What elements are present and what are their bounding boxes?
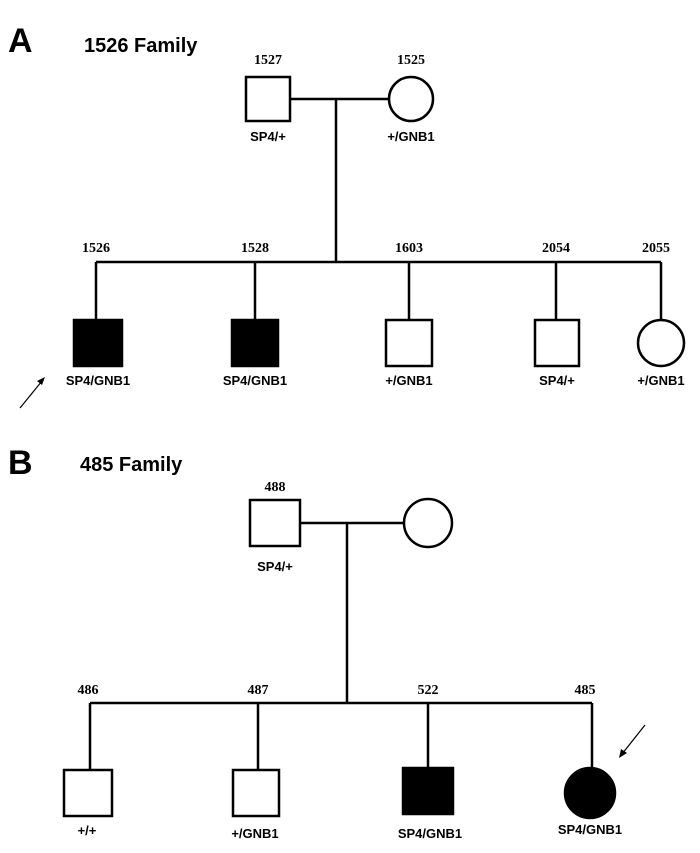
mother-id: 1525 [397, 53, 425, 68]
child-id: 522 [418, 683, 439, 698]
father-id: 1527 [254, 53, 282, 68]
father-id: 488 [265, 480, 286, 495]
child-2054: 2054 SP4/+ [533, 241, 581, 388]
child-id: 2054 [542, 241, 570, 256]
child-522: 522 SP4/GNB1 [398, 683, 462, 841]
child-id: 487 [248, 683, 269, 698]
child-1526: 1526 SP4/GNB1 [19, 241, 130, 409]
proband-arrow [19, 377, 45, 409]
unaffected-male-symbol [62, 768, 114, 818]
panel-a: A 1526 Family 1527 SP4/+ 1525 +/GNB1 152… [8, 22, 686, 409]
panel-a-letter: A [8, 22, 33, 60]
father-symbol [244, 75, 292, 123]
mother-genotype: +/GNB1 [387, 129, 434, 144]
panel-a-title: 1526 Family [84, 35, 198, 57]
child-485: 485 SP4/GNB1 [558, 683, 646, 837]
child-id: 1603 [395, 241, 423, 256]
child-id: 1528 [241, 241, 269, 256]
child-id: 485 [575, 683, 596, 698]
affected-male-symbol [401, 766, 455, 816]
child-2055: 2055 +/GNB1 [636, 241, 686, 388]
mother-symbol [402, 497, 454, 549]
unaffected-female-symbol [636, 318, 686, 368]
child-genotype: SP4/GNB1 [398, 826, 462, 841]
child-genotype: +/+ [78, 823, 97, 838]
father-genotype: SP4/+ [250, 129, 286, 144]
child-id: 486 [78, 683, 99, 698]
mother-symbol [387, 75, 435, 123]
child-genotype: SP4/+ [539, 373, 575, 388]
father-symbol [248, 498, 302, 548]
panel-b: B 485 Family 488 SP4/+ 486 +/+ 487 +/GNB… [8, 444, 646, 841]
child-486: 486 +/+ [62, 683, 114, 838]
affected-female-symbol [563, 766, 617, 820]
child-genotype: +/GNB1 [637, 373, 684, 388]
child-genotype: +/GNB1 [385, 373, 432, 388]
panel-b-title: 485 Family [80, 454, 183, 476]
child-genotype: SP4/GNB1 [558, 822, 622, 837]
affected-male-symbol [72, 318, 124, 368]
panel-b-letter: B [8, 444, 33, 482]
child-genotype: SP4/GNB1 [223, 373, 287, 388]
father-genotype: SP4/+ [257, 559, 293, 574]
child-487: 487 +/GNB1 [231, 683, 281, 841]
affected-male-symbol [230, 318, 280, 368]
unaffected-male-symbol [231, 768, 281, 818]
child-id: 1526 [82, 241, 110, 256]
child-id: 2055 [642, 241, 670, 256]
unaffected-male-symbol [384, 318, 434, 368]
child-genotype: +/GNB1 [231, 826, 278, 841]
child-genotype: SP4/GNB1 [66, 373, 130, 388]
unaffected-male-symbol [533, 318, 581, 368]
child-1603: 1603 +/GNB1 [384, 241, 434, 388]
proband-arrow [619, 724, 646, 758]
child-1528: 1528 SP4/GNB1 [223, 241, 287, 388]
